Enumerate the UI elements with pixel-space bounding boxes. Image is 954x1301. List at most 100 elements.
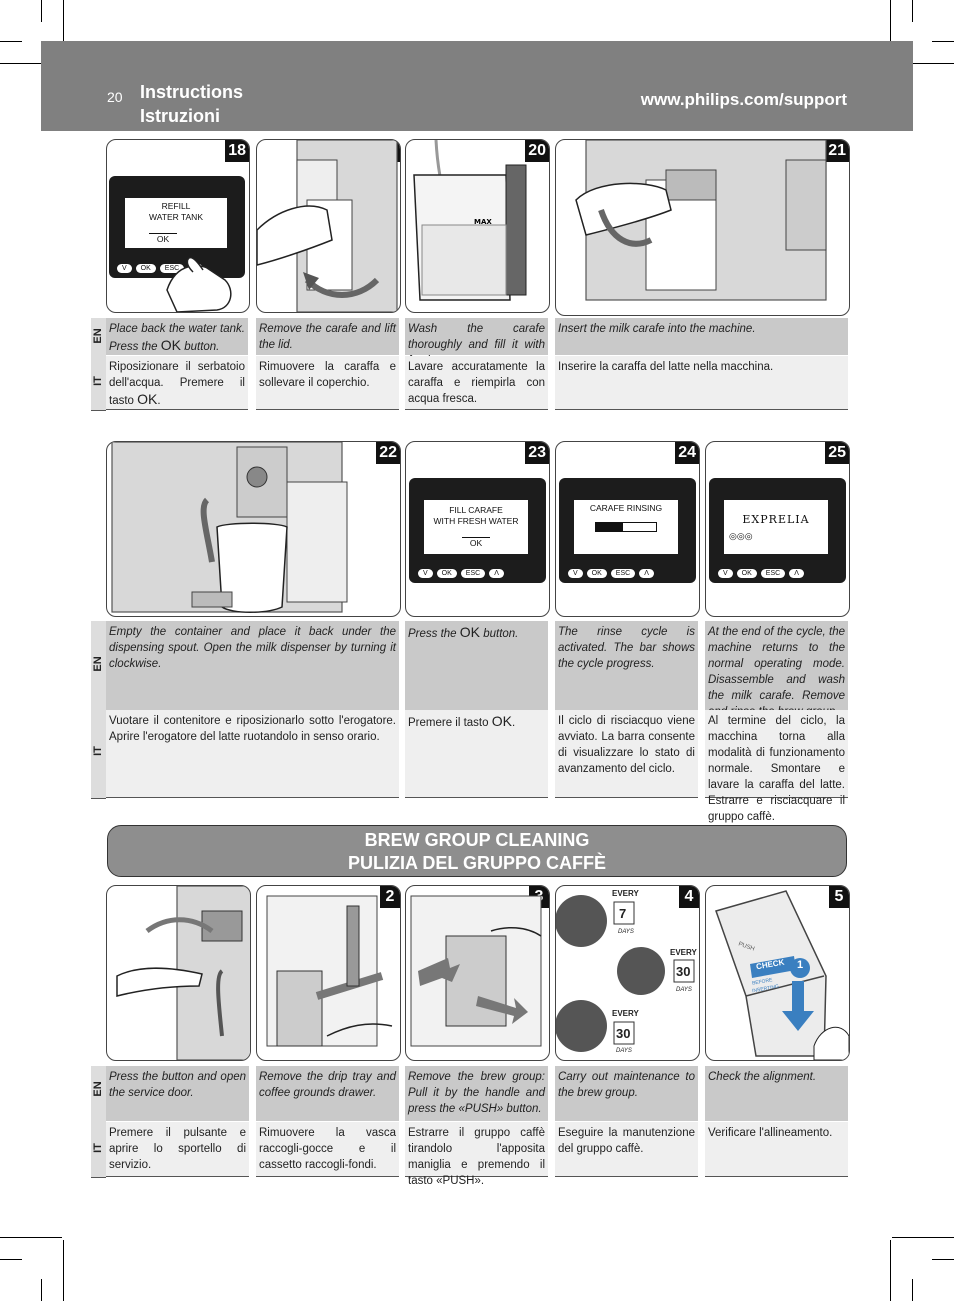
it-caption-5: Verificare l'allineamento. <box>705 1122 848 1177</box>
panel-step-4: 4 EVERY 7 DAYS EVERY 30 DAYS EVERY 30 DA… <box>555 885 700 1061</box>
hand-press-icon <box>166 256 232 312</box>
up-button[interactable]: Λ <box>789 569 804 578</box>
caption-text: . <box>157 395 161 407</box>
en-caption-1: Press the button and open the service do… <box>106 1066 249 1121</box>
up-button[interactable]: Λ <box>639 569 654 578</box>
ok-symbol: OK <box>491 713 512 729</box>
crop-mark <box>41 1279 42 1301</box>
lang-label-it: IT <box>92 1143 104 1153</box>
days-number: 30 <box>676 964 691 979</box>
every-label: EVERY <box>612 889 639 898</box>
lang-label-en: EN <box>92 328 104 344</box>
title-en: Instructions <box>140 82 244 102</box>
crop-mark <box>892 63 954 64</box>
divider <box>91 1066 106 1178</box>
panel-step-3: 3 <box>405 885 550 1061</box>
up-button[interactable]: Λ <box>489 569 504 578</box>
caption-text: button. <box>181 341 220 353</box>
en-caption-18: Place back the water tank. Press the OK … <box>106 318 248 355</box>
it-caption-25: Al termine del ciclo, la macchina torna … <box>705 710 848 823</box>
down-button[interactable]: V <box>117 264 132 273</box>
ok-button[interactable]: OK <box>736 569 757 578</box>
divider <box>91 621 106 799</box>
title-it: Istruzioni <box>140 106 220 126</box>
section-title-en: BREW GROUP CLEANING <box>364 830 590 850</box>
display-line: FILL CARAFE <box>449 505 503 515</box>
panel-step-1: 1 <box>106 885 251 1061</box>
panel-step-2: 2 <box>256 885 401 1061</box>
caption-text: button. <box>480 628 519 640</box>
crop-mark <box>932 1259 954 1260</box>
crop-mark <box>0 63 62 64</box>
display-line: WITH FRESH WATER <box>433 516 519 526</box>
page-title: Instructions Istruzioni <box>140 80 243 128</box>
display-line: REFILL <box>161 201 191 211</box>
drip-tray-illustration <box>266 895 393 1047</box>
esc-button[interactable]: ESC <box>610 569 636 578</box>
down-button[interactable]: V <box>418 569 433 578</box>
step-number: 2 <box>380 886 400 908</box>
crop-mark <box>41 0 42 22</box>
progress-fill <box>596 523 623 531</box>
panel-step-21: 21 <box>555 139 850 316</box>
panel-step-22: 22 <box>106 441 401 617</box>
days-number: 7 <box>619 906 627 921</box>
lang-label-it: IT <box>92 746 104 756</box>
esc-button[interactable]: ESC <box>460 569 486 578</box>
ok-button[interactable]: OK <box>586 569 607 578</box>
down-button[interactable]: V <box>568 569 583 578</box>
step-number: 24 <box>675 442 699 464</box>
it-caption-4: Eseguire la manutenzione del gruppo caff… <box>555 1122 698 1177</box>
section-title-it: PULIZIA DEL GRUPPO CAFFÈ <box>347 853 606 873</box>
en-caption-24: The rinse cycle is activated. The bar sh… <box>555 621 698 710</box>
step-number: 21 <box>825 140 849 162</box>
display-screen: FILL CARAFE WITH FRESH WATER OK <box>424 500 528 554</box>
en-caption-3: Remove the brew group: Pull it by the ha… <box>405 1066 548 1121</box>
panel-step-24: 24 CARAFE RINSING V OK ESC Λ <box>555 441 700 617</box>
crop-mark <box>63 1240 64 1301</box>
crop-mark <box>932 41 954 42</box>
display-screen: EXPRELIA ◎◎◎ <box>724 500 828 554</box>
panel-step-18: 18 REFILL WATER TANK OK V OK ESC Λ <box>106 139 250 313</box>
panel-step-20: 20 MAX <box>405 139 550 313</box>
brand-logo: EXPRELIA <box>742 513 810 526</box>
page-number: 20 <box>107 89 123 105</box>
down-button[interactable]: V <box>718 569 733 578</box>
crop-mark <box>890 1240 891 1301</box>
en-caption-20: Wash the carafe thoroughly and fill it w… <box>405 318 548 367</box>
esc-button[interactable]: ESC <box>159 264 185 273</box>
crop-mark <box>912 1279 913 1301</box>
en-caption-22: Empty the container and place it back un… <box>106 621 399 710</box>
en-caption-21: Insert the milk carafe into the machine. <box>555 318 848 355</box>
step-number: 25 <box>825 442 849 464</box>
display-line: WATER TANK <box>149 212 203 222</box>
crop-mark <box>0 1259 22 1260</box>
panel-step-23: 23 FILL CARAFE WITH FRESH WATER OK V OK … <box>405 441 550 617</box>
ok-button[interactable]: OK <box>436 569 457 578</box>
it-caption-24: Il ciclo di risciacquo viene avviato. La… <box>555 710 698 798</box>
esc-button[interactable]: ESC <box>760 569 786 578</box>
lang-label-en: EN <box>92 656 104 672</box>
maintenance-illustration <box>556 895 695 1052</box>
display-screen: CARAFE RINSING <box>574 500 678 554</box>
every-label: EVERY <box>612 1009 639 1018</box>
crop-mark <box>63 0 64 62</box>
step-number: 18 <box>225 140 249 162</box>
empty-container-illustration <box>111 442 348 613</box>
crop-mark <box>892 1237 954 1238</box>
button-row: V OK ESC Λ <box>718 569 804 578</box>
en-caption-5: Check the alignment. <box>705 1066 848 1121</box>
progress-bar <box>595 522 657 532</box>
days-number: 30 <box>616 1026 631 1041</box>
en-caption-19: Remove the carafe and lift the lid. <box>256 318 399 355</box>
crop-mark <box>912 0 913 22</box>
carafe-fill-illustration: MAX <box>413 140 527 301</box>
crop-mark <box>0 1237 62 1238</box>
ok-button[interactable]: OK <box>135 264 156 273</box>
days-label: DAYS <box>676 987 692 993</box>
machine-carafe-illustration <box>257 140 398 312</box>
insert-carafe-illustration <box>575 140 827 301</box>
it-caption-21: Inserire la caraffa del latte nella macc… <box>555 356 848 410</box>
svg-text:MAX: MAX <box>474 218 492 226</box>
ok-symbol: OK <box>160 337 182 353</box>
